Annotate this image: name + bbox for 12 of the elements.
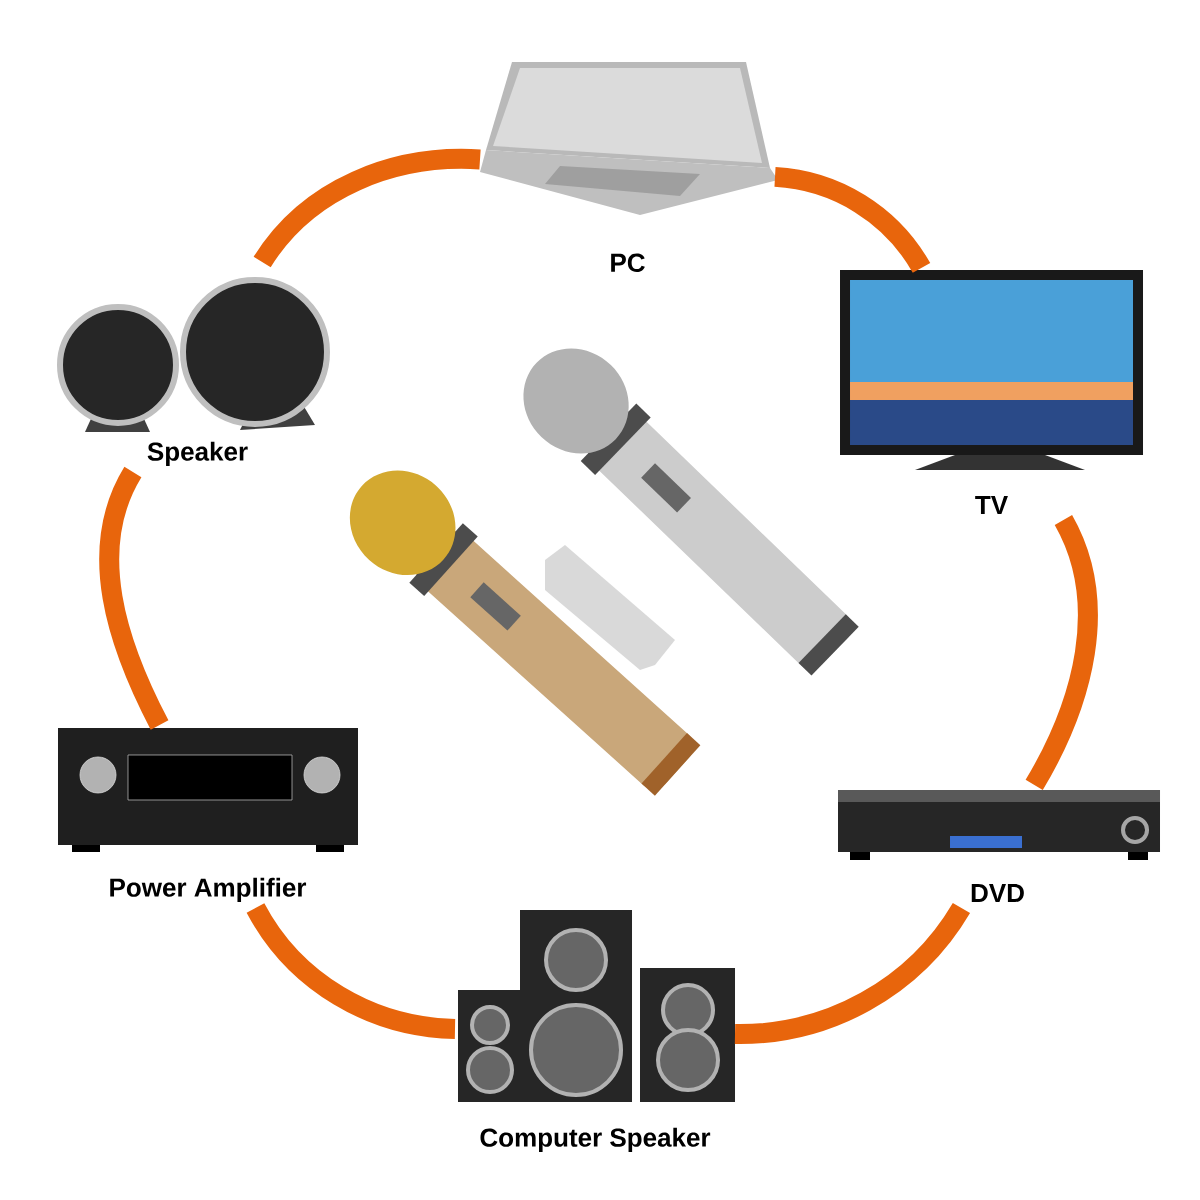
device-label: DVD bbox=[971, 884, 1024, 902]
ring-arc bbox=[734, 902, 970, 1045]
ring-arc bbox=[1025, 515, 1098, 790]
device-label: TV bbox=[975, 496, 1008, 514]
ring-arc bbox=[246, 902, 456, 1039]
device-label: Computer Speaker bbox=[480, 1127, 711, 1152]
ring-arc bbox=[253, 148, 481, 268]
ring-arc bbox=[99, 467, 169, 730]
device-label: PC bbox=[611, 253, 645, 272]
device-label: Speaker bbox=[147, 441, 248, 466]
ring-arc bbox=[774, 166, 930, 274]
device-label: Power Amplifier bbox=[110, 877, 307, 902]
